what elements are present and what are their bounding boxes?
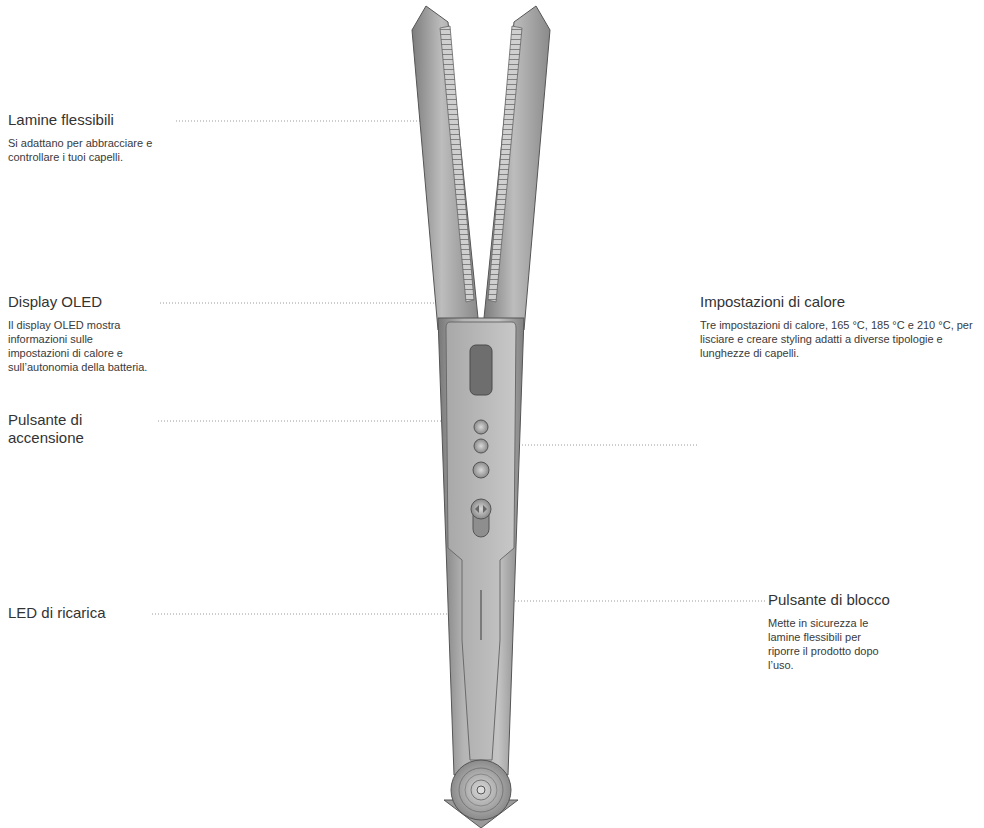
charging-led [480, 590, 482, 640]
part-description: Si adattano per abbracciare e controllar… [8, 136, 158, 164]
part-name: Impostazioni di calore [700, 293, 980, 311]
left-arm [412, 6, 478, 330]
part-name: Display OLED [8, 293, 208, 311]
part-name: Pulsante di accensione [8, 411, 118, 447]
lock-arrows [475, 505, 487, 513]
control-panel [446, 322, 516, 760]
right-plate [488, 26, 522, 302]
part-description: Tre impostazioni di calore, 165 °C, 185 … [700, 318, 982, 360]
part-description: Mette in sicurezza le lamine flessibili … [768, 616, 880, 672]
lock-button [471, 499, 491, 519]
part-name: LED di ricarica [8, 604, 208, 622]
part-name: Pulsante di blocco [768, 591, 968, 609]
part-name: Lamine flessibili [8, 111, 208, 129]
left-plate [440, 26, 474, 302]
heat-buttons [474, 420, 488, 453]
right-arm [484, 6, 550, 330]
part-description: Il display OLED mostra informazioni sull… [8, 318, 148, 374]
oled-display [470, 345, 492, 395]
handle-body [438, 318, 524, 775]
power-button [473, 462, 489, 478]
hinge-button [451, 760, 511, 820]
